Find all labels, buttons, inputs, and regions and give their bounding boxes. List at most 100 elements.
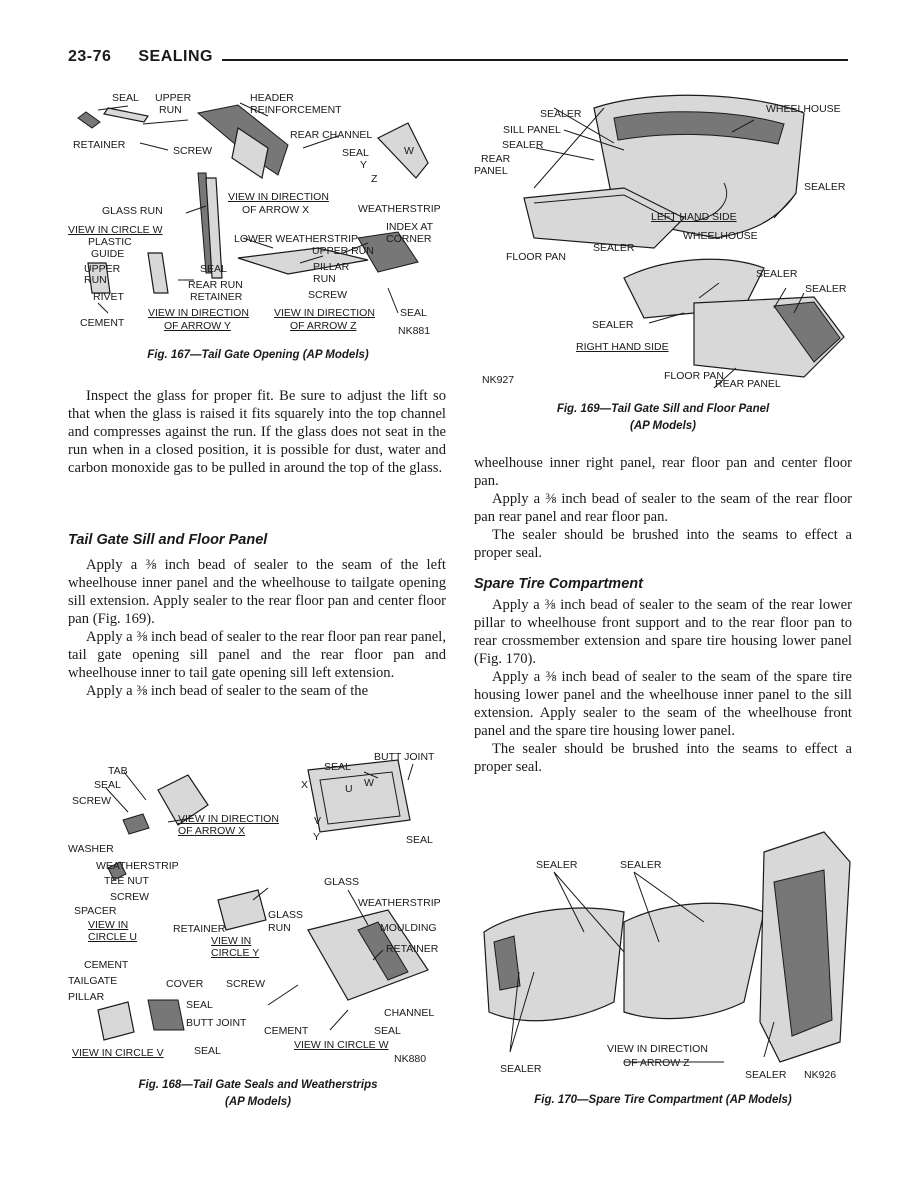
f168-retainer2: RETAINER xyxy=(386,943,439,955)
f168-weatherstrip2: WEATHERSTRIP xyxy=(358,897,441,909)
f168-seal3: SEAL xyxy=(186,999,213,1011)
f167-run2: RUN xyxy=(84,274,107,286)
figure-168-caption-line-1: Fig. 168—Tail Gate Seals and Weatherstri… xyxy=(138,1079,378,1091)
f170-sealer4: SEALER xyxy=(745,1069,787,1081)
f168-u: U xyxy=(345,783,353,795)
left-text-block-2: Apply a ⅜ inch bead of sealer to the sea… xyxy=(68,556,446,700)
left-text-block: Inspect the glass for proper fit. Be sur… xyxy=(68,387,446,477)
f167-screw: SCREW xyxy=(173,145,213,157)
f167-retainer2: RETAINER xyxy=(190,291,243,303)
f167-index-at: INDEX AT xyxy=(386,221,434,233)
f170-view-dir-2: OF ARROW Z xyxy=(623,1057,690,1069)
f167-y: Y xyxy=(360,159,368,171)
f167-view-dir-y-1: VIEW IN DIRECTION xyxy=(148,307,249,319)
f168-glass2: GLASS xyxy=(268,909,304,921)
f168-seal4: SEAL xyxy=(374,1025,401,1037)
right-para-5: Apply a ⅜ inch bead of sealer to the sea… xyxy=(474,669,852,739)
f168-cover: COVER xyxy=(166,978,204,990)
f170-sealer1: SEALER xyxy=(536,859,578,871)
f167-retainer: RETAINER xyxy=(73,139,126,151)
figure-168: TAB SEAL SCREW SEAL BUTT JOINT X U W V Y… xyxy=(68,750,448,1068)
f167-plastic: PLASTIC xyxy=(88,236,132,248)
f168-tee-nut: TEE NUT xyxy=(104,875,149,887)
f168-channel: CHANNEL xyxy=(384,1007,435,1019)
figure-168-caption: Fig. 168—Tail Gate Seals and Weatherstri… xyxy=(68,1077,448,1111)
f167-seal2: SEAL xyxy=(342,147,369,159)
figure-170-caption: Fig. 170—Spare Tire Compartment (AP Mode… xyxy=(534,1094,792,1106)
right-para-6: The sealer should be brushed into the se… xyxy=(474,741,852,775)
f170-view-dir-1: VIEW IN DIRECTION xyxy=(607,1043,708,1055)
figure-167-caption: Fig. 167—Tail Gate Opening (AP Models) xyxy=(147,349,369,361)
f167-upper: UPPER xyxy=(155,92,192,104)
f168-pillar: PILLAR xyxy=(68,991,105,1003)
f168-run: RUN xyxy=(268,922,291,934)
f168-x: X xyxy=(301,779,309,791)
f168-butt-joint: BUTT JOINT xyxy=(374,751,435,763)
heading-spare-tire: Spare Tire Compartment xyxy=(474,576,643,592)
f169-rear-panel: REAR PANEL xyxy=(715,378,781,390)
f167-view-dir-y-2: OF ARROW Y xyxy=(164,320,231,332)
f168-glass: GLASS xyxy=(324,876,360,888)
figure-167-drawing xyxy=(77,102,429,314)
f168-view-dir-x-2: OF ARROW X xyxy=(178,825,246,837)
f168-spacer: SPACER xyxy=(74,905,117,917)
f167-rivet: RIVET xyxy=(93,291,124,303)
f170-sealer3: SEALER xyxy=(500,1063,542,1075)
figure-167: SEAL UPPER RUN HEADER REINFORCEMENT RETA… xyxy=(68,88,448,340)
f168-moulding: MOULDING xyxy=(380,922,437,934)
f167-w: W xyxy=(404,145,414,157)
f167-reinforcement: REINFORCEMENT xyxy=(250,104,342,116)
f169-left-hand-side: LEFT HAND SIDE xyxy=(651,211,737,223)
f167-lower-weatherstrip: LOWER WEATHERSTRIP xyxy=(234,233,359,245)
left-para-2: Apply a ⅜ inch bead of sealer to the sea… xyxy=(68,557,446,627)
f169-sealer6: SEALER xyxy=(805,283,847,295)
f167-seal3: SEAL xyxy=(200,263,227,275)
f169-sealer2: SEALER xyxy=(502,139,544,151)
f169-sealer3: SEALER xyxy=(804,181,846,193)
f168-cement2: CEMENT xyxy=(264,1025,309,1037)
f169-sealer4: SEALER xyxy=(593,242,635,254)
f170-sealer2: SEALER xyxy=(620,859,662,871)
left-para-3: Apply a ⅜ inch bead of sealer to the rea… xyxy=(68,629,446,681)
f170-code: NK926 xyxy=(804,1069,837,1081)
f167-corner: CORNER xyxy=(386,233,432,245)
left-para-4: Apply a ⅜ inch bead of sealer to the sea… xyxy=(86,683,369,699)
f167-upper2: UPPER xyxy=(84,263,121,275)
f167-z: Z xyxy=(371,173,378,185)
f167-upper-run: UPPER RUN xyxy=(312,245,374,257)
f167-code: NK881 xyxy=(398,325,431,337)
f169-panel: PANEL xyxy=(474,165,508,177)
f168-seal5: SEAL xyxy=(194,1045,221,1057)
figure-169-caption-line-2: (AP Models) xyxy=(629,420,697,432)
f168-retainer: RETAINER xyxy=(173,923,226,935)
f169-floor-pan: FLOOR PAN xyxy=(506,251,566,263)
f168-v: V xyxy=(314,815,322,827)
figure-169-drawing xyxy=(523,94,845,389)
f169-wheelhouse2: WHEELHOUSE xyxy=(683,230,758,242)
figure-168-caption-line-2: (AP Models) xyxy=(224,1096,292,1108)
f168-weatherstrip: WEATHERSTRIP xyxy=(96,860,179,872)
figure-169-caption-line-1: Fig. 169—Tail Gate Sill and Floor Panel xyxy=(556,403,770,415)
f168-view-circle-y-2: CIRCLE Y xyxy=(211,947,260,959)
f169-right-hand-side: RIGHT HAND SIDE xyxy=(576,341,669,353)
f168-washer: WASHER xyxy=(68,843,114,855)
figure-169-caption: Fig. 169—Tail Gate Sill and Floor Panel … xyxy=(474,401,852,435)
header-rule xyxy=(222,59,848,61)
right-para-2: Apply a ⅜ inch bead of sealer to the sea… xyxy=(474,491,852,525)
f169-sealer7: SEALER xyxy=(592,319,634,331)
f168-seal-top: SEAL xyxy=(324,761,351,773)
f168-butt-joint2: BUTT JOINT xyxy=(186,1017,247,1029)
f168-seal2: SEAL xyxy=(406,834,433,846)
f168-cement: CEMENT xyxy=(84,959,129,971)
right-para-3: The sealer should be brushed into the se… xyxy=(474,527,852,561)
f168-view-circle-v: VIEW IN CIRCLE V xyxy=(72,1047,164,1059)
f167-view-dir-z-1: VIEW IN DIRECTION xyxy=(274,307,375,319)
f167-weatherstrip: WEATHERSTRIP xyxy=(358,203,441,215)
right-para-4: Apply a ⅜ inch bead of sealer to the sea… xyxy=(474,597,852,667)
page-header: 23-76 SEALING xyxy=(68,48,213,66)
right-text-block: wheelhouse inner right panel, rear floor… xyxy=(474,454,852,562)
f167-guide: GUIDE xyxy=(91,248,125,260)
f167-view-dir-x-1: VIEW IN DIRECTION xyxy=(228,191,329,203)
f168-view-dir-x-1: VIEW IN DIRECTION xyxy=(178,813,279,825)
f167-view-dir-x-2: OF ARROW X xyxy=(242,204,310,216)
